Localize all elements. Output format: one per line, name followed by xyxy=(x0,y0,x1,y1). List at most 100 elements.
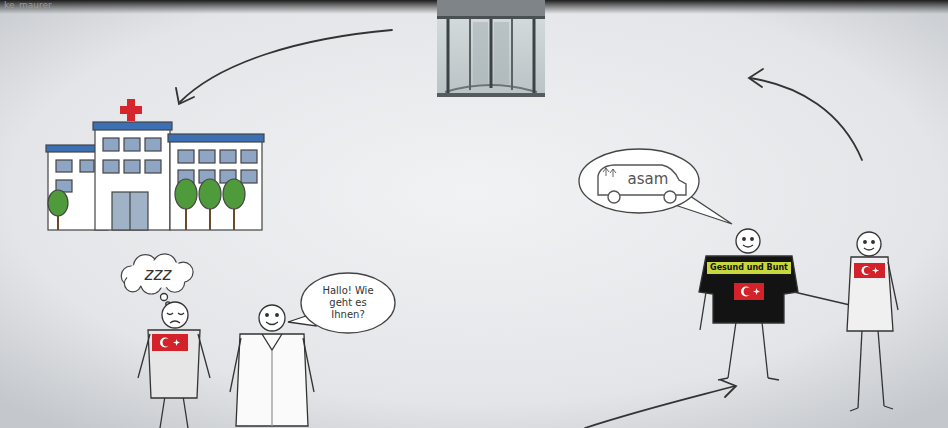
door-sill xyxy=(437,93,545,97)
window xyxy=(220,150,236,163)
door-frame xyxy=(437,16,545,19)
arm xyxy=(303,338,314,392)
window xyxy=(103,160,119,173)
smile xyxy=(864,248,874,250)
hospital-roof xyxy=(93,122,172,130)
flag-crescent xyxy=(744,288,752,296)
window xyxy=(241,170,257,183)
revolving-door xyxy=(437,0,545,97)
door-frame xyxy=(511,19,513,90)
bubble-outline xyxy=(579,149,699,213)
cycle-arrow xyxy=(750,78,862,160)
smile xyxy=(266,322,278,325)
flag-star xyxy=(753,288,760,295)
window xyxy=(56,160,72,172)
text-area: Gesund und Bunt xyxy=(707,262,791,274)
text-area: asam xyxy=(578,148,700,214)
arm xyxy=(230,338,241,392)
thought-dot xyxy=(161,294,168,301)
hospital-roof xyxy=(168,134,264,142)
cycle-arrows xyxy=(176,30,862,428)
window xyxy=(124,138,140,151)
turkish-flag xyxy=(734,283,764,300)
bubble-outline xyxy=(301,273,395,333)
tree-crown xyxy=(48,190,68,216)
window xyxy=(80,160,94,172)
door-post xyxy=(447,19,450,94)
arm xyxy=(700,292,706,330)
car-wheel xyxy=(608,191,620,203)
door-canopy xyxy=(437,0,545,16)
tree-crown xyxy=(199,179,221,209)
hospital xyxy=(46,99,264,230)
hospital-door xyxy=(112,192,148,230)
leg xyxy=(183,396,188,428)
node-text: Gesund und Bunt xyxy=(710,264,788,272)
sleeping-face xyxy=(167,313,184,323)
arrow-head xyxy=(721,380,736,397)
red-cross xyxy=(120,106,142,114)
tree-crown xyxy=(223,179,245,209)
coat-seam xyxy=(271,350,272,426)
door-photo xyxy=(437,0,545,97)
flag-crescent xyxy=(160,338,170,348)
patient-gown xyxy=(148,330,200,398)
asam-logo-icon xyxy=(603,168,616,177)
car-body xyxy=(598,165,686,195)
foot xyxy=(718,378,728,380)
text-area: Hallo! Wie geht es Ihnen? xyxy=(300,272,396,334)
door-glass-pane xyxy=(473,22,488,84)
cycle-arrow xyxy=(180,30,392,102)
flag-crescent xyxy=(163,339,171,347)
shirt-print: Gesund und Bunt xyxy=(707,262,791,274)
eye xyxy=(276,314,279,317)
sleeping-patient xyxy=(138,294,210,428)
asam-car xyxy=(598,165,686,203)
window xyxy=(178,150,194,163)
flag-star xyxy=(872,267,879,274)
head xyxy=(259,305,285,331)
foot xyxy=(768,378,779,380)
watermark: ke_maurer xyxy=(4,0,52,10)
hospital-tower xyxy=(95,128,170,230)
walking-patient xyxy=(847,232,898,411)
door-glass-pane xyxy=(494,22,509,84)
head xyxy=(736,229,760,253)
arm xyxy=(794,292,850,305)
node-text: asam xyxy=(628,171,669,188)
eye xyxy=(872,241,875,244)
arrow-head xyxy=(176,88,194,104)
turkish-flag xyxy=(152,334,188,351)
turkish-flag xyxy=(854,263,885,278)
door-post xyxy=(533,19,536,94)
window xyxy=(199,150,215,163)
door-frame xyxy=(469,19,471,90)
arrow-head xyxy=(749,69,763,87)
eye xyxy=(743,238,746,241)
trees xyxy=(48,179,245,230)
window xyxy=(241,150,257,163)
head xyxy=(162,302,188,328)
flag-crescent xyxy=(741,287,751,297)
thought-bubble: zzz xyxy=(116,255,200,293)
window xyxy=(103,138,119,151)
car-wheel xyxy=(664,191,676,203)
text-area: zzz xyxy=(116,255,200,293)
coat-collar xyxy=(262,334,282,350)
window xyxy=(124,160,140,173)
doctor xyxy=(230,305,316,426)
foot xyxy=(884,406,893,409)
leg xyxy=(858,330,862,408)
door-axis xyxy=(490,19,493,88)
eye xyxy=(864,241,867,244)
speech-bubble: Hallo! Wie geht es Ihnen? xyxy=(300,272,396,334)
cloud-fill xyxy=(126,260,190,287)
arm xyxy=(198,334,210,378)
smile xyxy=(743,245,753,247)
black-tshirt xyxy=(699,256,798,323)
door-split xyxy=(129,192,130,230)
